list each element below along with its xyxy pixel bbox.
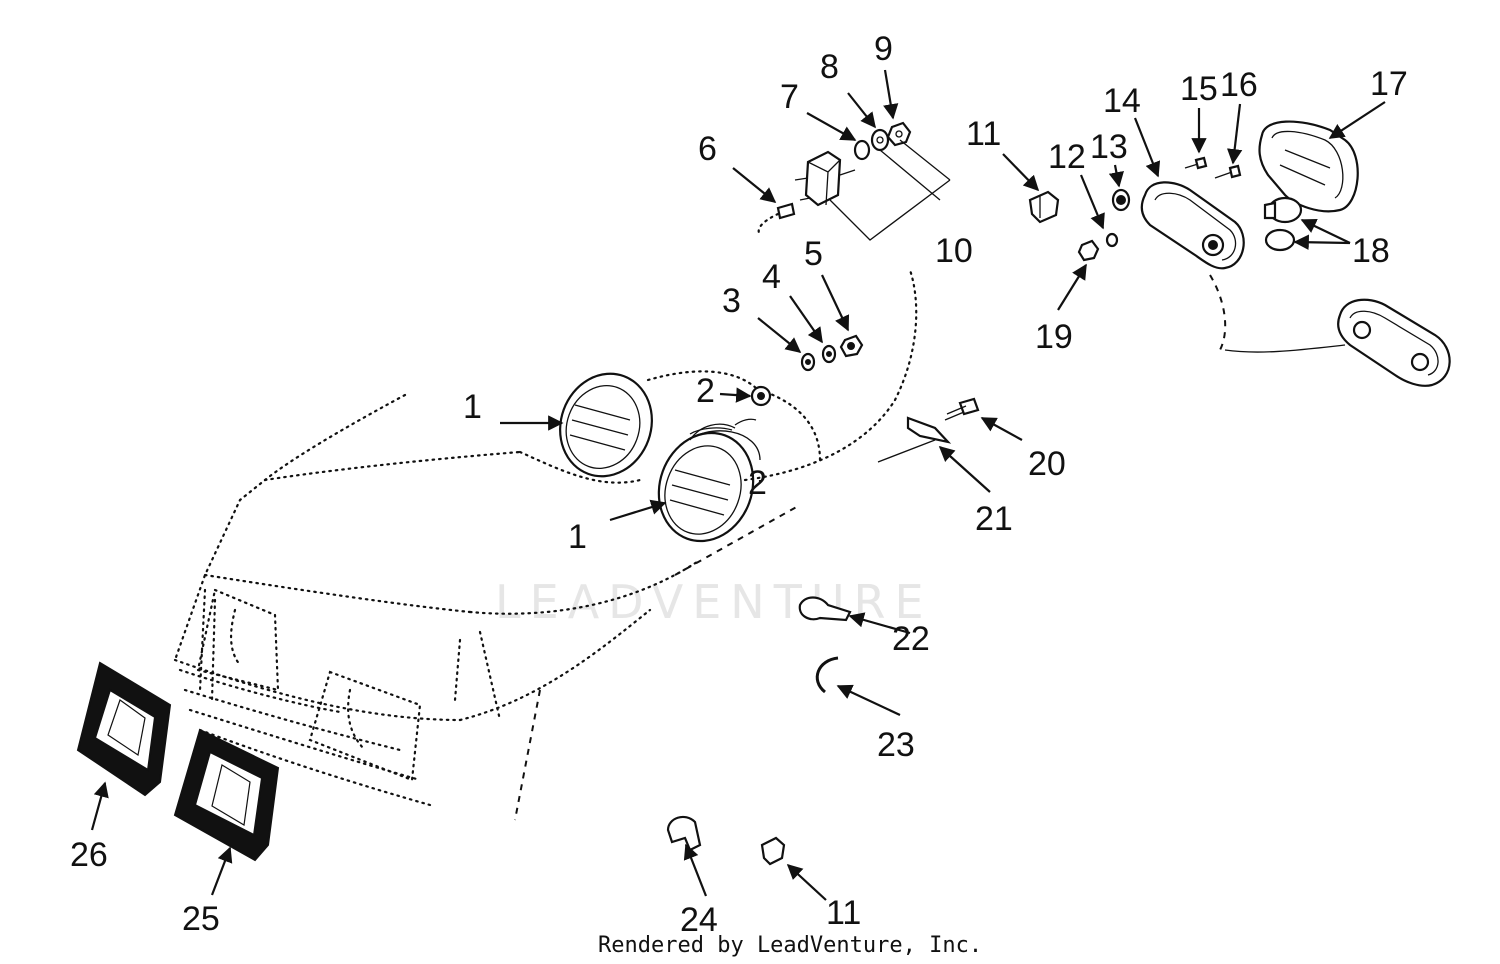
callout-15: 15	[1180, 70, 1218, 108]
callout-19: 19	[1035, 318, 1073, 356]
lockwasher-part-4	[821, 344, 837, 364]
washer-part-2	[750, 385, 772, 407]
callout-13: 13	[1090, 128, 1128, 166]
callout-16: 16	[1220, 66, 1258, 104]
grille-insert-part-26	[76, 661, 172, 797]
footer-credit: Rendered by LeadVenture, Inc.	[598, 933, 982, 958]
callout-23: 23	[877, 726, 915, 764]
callout-12: 12	[1048, 138, 1086, 176]
washer-part-12	[1105, 232, 1119, 248]
callout-21: 21	[975, 500, 1013, 538]
clamp-part-24	[666, 815, 702, 852]
clip-part-11-upper	[1028, 190, 1060, 224]
bracket-part-21	[877, 416, 952, 463]
callout-labels: 1 1 2 2 3 4 5 6 7 8 9 10 11 12 13 14 15 …	[70, 30, 1408, 939]
clip-part-23	[815, 656, 839, 694]
callout-5: 5	[804, 235, 823, 273]
nut-part-9	[886, 121, 912, 147]
screw-part-15	[1184, 156, 1208, 170]
callout-20: 20	[1028, 445, 1066, 483]
callout-25: 25	[182, 900, 220, 938]
lens-part-17	[1258, 120, 1359, 213]
nut-part-5	[839, 334, 864, 358]
switch-part-10	[794, 150, 856, 207]
screw-part-16	[1214, 164, 1242, 179]
callout-11-upper: 11	[966, 115, 1001, 153]
tail-light-assembly	[1224, 298, 1451, 387]
callout-7: 7	[780, 78, 799, 116]
tail-light-housing-part-14	[1140, 181, 1245, 351]
callout-24: 24	[680, 901, 718, 939]
washer-part-3	[800, 352, 816, 372]
washer-part-13	[1111, 188, 1131, 212]
callout-26: 26	[70, 836, 108, 874]
callout-10: 10	[935, 232, 973, 270]
screw-part-20	[944, 397, 980, 421]
callout-9: 9	[874, 30, 893, 68]
callout-1-lower: 1	[568, 518, 587, 556]
wiring-harness	[743, 268, 918, 482]
callout-6: 6	[698, 130, 717, 168]
grille-insert-part-25	[173, 728, 280, 862]
leader-arrows	[90, 69, 1386, 901]
callout-8: 8	[820, 48, 839, 86]
callout-2-upper: 2	[696, 372, 715, 410]
callout-22: 22	[892, 620, 930, 658]
headlight-upper-part-1	[559, 370, 762, 478]
terminal-part-6	[757, 202, 796, 237]
callout-18: 18	[1352, 232, 1390, 270]
nut-part-19	[1077, 239, 1100, 262]
headlight-lower-part-1	[657, 423, 761, 543]
callout-4: 4	[762, 258, 781, 296]
washer-part-8	[870, 128, 890, 152]
callout-3: 3	[722, 282, 741, 320]
clip-part-11-lower	[760, 836, 786, 866]
callout-2-lower: 2	[748, 464, 767, 502]
callout-1-upper: 1	[463, 388, 482, 426]
tractor-hood-outline	[173, 393, 801, 821]
nut-part-7	[853, 139, 871, 161]
callout-17: 17	[1370, 65, 1408, 103]
clamp-part-22	[798, 596, 852, 622]
callout-14: 14	[1103, 82, 1141, 120]
callout-11-lower: 11	[826, 894, 861, 932]
